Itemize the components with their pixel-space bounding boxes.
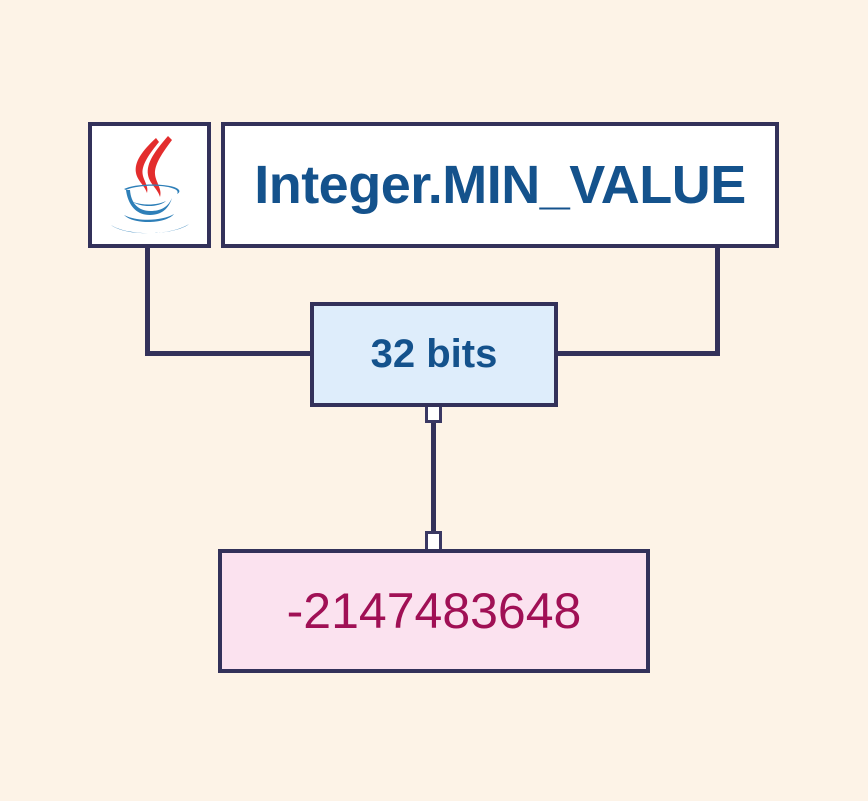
edge-java-to-bits-horizontal: [145, 351, 313, 356]
integer-min-value-box[interactable]: Integer.MIN_VALUE: [221, 122, 779, 248]
edge-bits-to-value-line: [431, 405, 436, 551]
min-value-number-box[interactable]: -2147483648: [218, 549, 650, 673]
min-value-number-label: -2147483648: [286, 583, 582, 639]
edge-title-to-bits-vertical: [715, 247, 720, 356]
java-logo-icon: [102, 135, 198, 235]
edge-java-to-bits-vertical: [145, 247, 150, 356]
java-icon-box[interactable]: [88, 122, 211, 248]
bits-label: 32 bits: [370, 332, 498, 376]
bits-box[interactable]: 32 bits: [310, 302, 558, 407]
edge-title-to-bits-horizontal: [555, 351, 720, 356]
integer-min-value-label: Integer.MIN_VALUE: [254, 155, 746, 215]
